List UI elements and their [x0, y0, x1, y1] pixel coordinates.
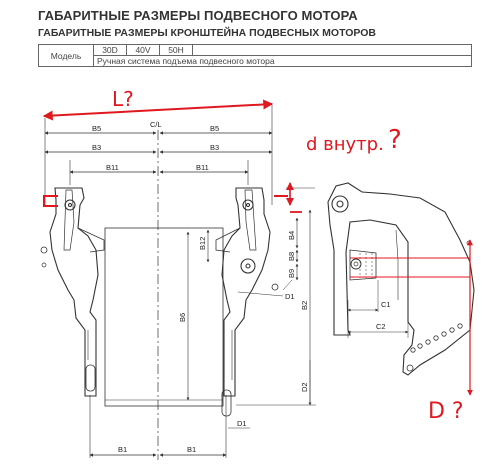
red-annotation-texts: L? d внутр. ? D ?: [112, 87, 464, 424]
red-annotations: [42, 99, 473, 396]
label-b5-right: B5: [210, 124, 219, 133]
label-b1-right: B1: [187, 445, 196, 454]
spec-row-system: Ручная система подъема подвесного мотора: [39, 55, 472, 67]
label-b8: B8: [287, 252, 296, 261]
label-d1-top: D1: [285, 292, 295, 301]
annotation-d-question: D ?: [428, 399, 464, 424]
label-b3-left: B3: [92, 143, 101, 152]
red-bracket-left: [43, 195, 58, 207]
dim-ext-b9: [282, 279, 293, 291]
system-text: Ручная система подъема подвесного мотора: [93, 55, 472, 67]
label-b11-right: B11: [196, 163, 209, 172]
annotation-d-inner: d внутр.: [306, 134, 384, 155]
left-bracket: [40, 187, 105, 397]
label-c1: C1: [381, 300, 391, 309]
label-b1-left: B1: [118, 445, 127, 454]
label-d2: D2: [300, 382, 309, 392]
red-arrow-l: [42, 99, 274, 121]
annotation-l-question: L?: [112, 87, 134, 111]
spec-table: Модель 30D 40V 50H Ручная система подъем…: [38, 44, 472, 67]
label-b2: B2: [300, 301, 309, 310]
dimension-labels: C/L B5 B5 B3 B3 B11 B11 B12 B6 B4 B8 B9 …: [92, 120, 391, 454]
side-view: [327, 182, 475, 376]
leader-d1-top: [237, 291, 284, 297]
label-b12: B12: [198, 237, 207, 250]
page-subtitle: ГАБАРИТНЫЕ РАЗМЕРЫ КРОНШТЕЙНА ПОДВЕСНЫХ …: [38, 27, 377, 39]
label-b5-left: B5: [92, 124, 101, 133]
page-title: ГАБАРИТНЫЕ РАЗМЕРЫ ПОДВЕСНОГО МОТОРА: [38, 8, 358, 23]
annotation-question: ?: [388, 125, 402, 155]
label-b11-left: B11: [106, 163, 119, 172]
label-b9: B9: [287, 269, 296, 278]
label-b4: B4: [287, 231, 296, 240]
label-d1-bottom: D1: [237, 419, 247, 428]
label-b3-right: B3: [210, 143, 219, 152]
spec-row-label: Модель: [38, 44, 94, 67]
label-b6: B6: [178, 313, 187, 322]
transom-plate: [104, 227, 224, 407]
front-view: [40, 105, 316, 460]
label-c2: C2: [376, 322, 386, 331]
label-cl: C/L: [150, 120, 162, 129]
right-bracket: [215, 187, 279, 417]
